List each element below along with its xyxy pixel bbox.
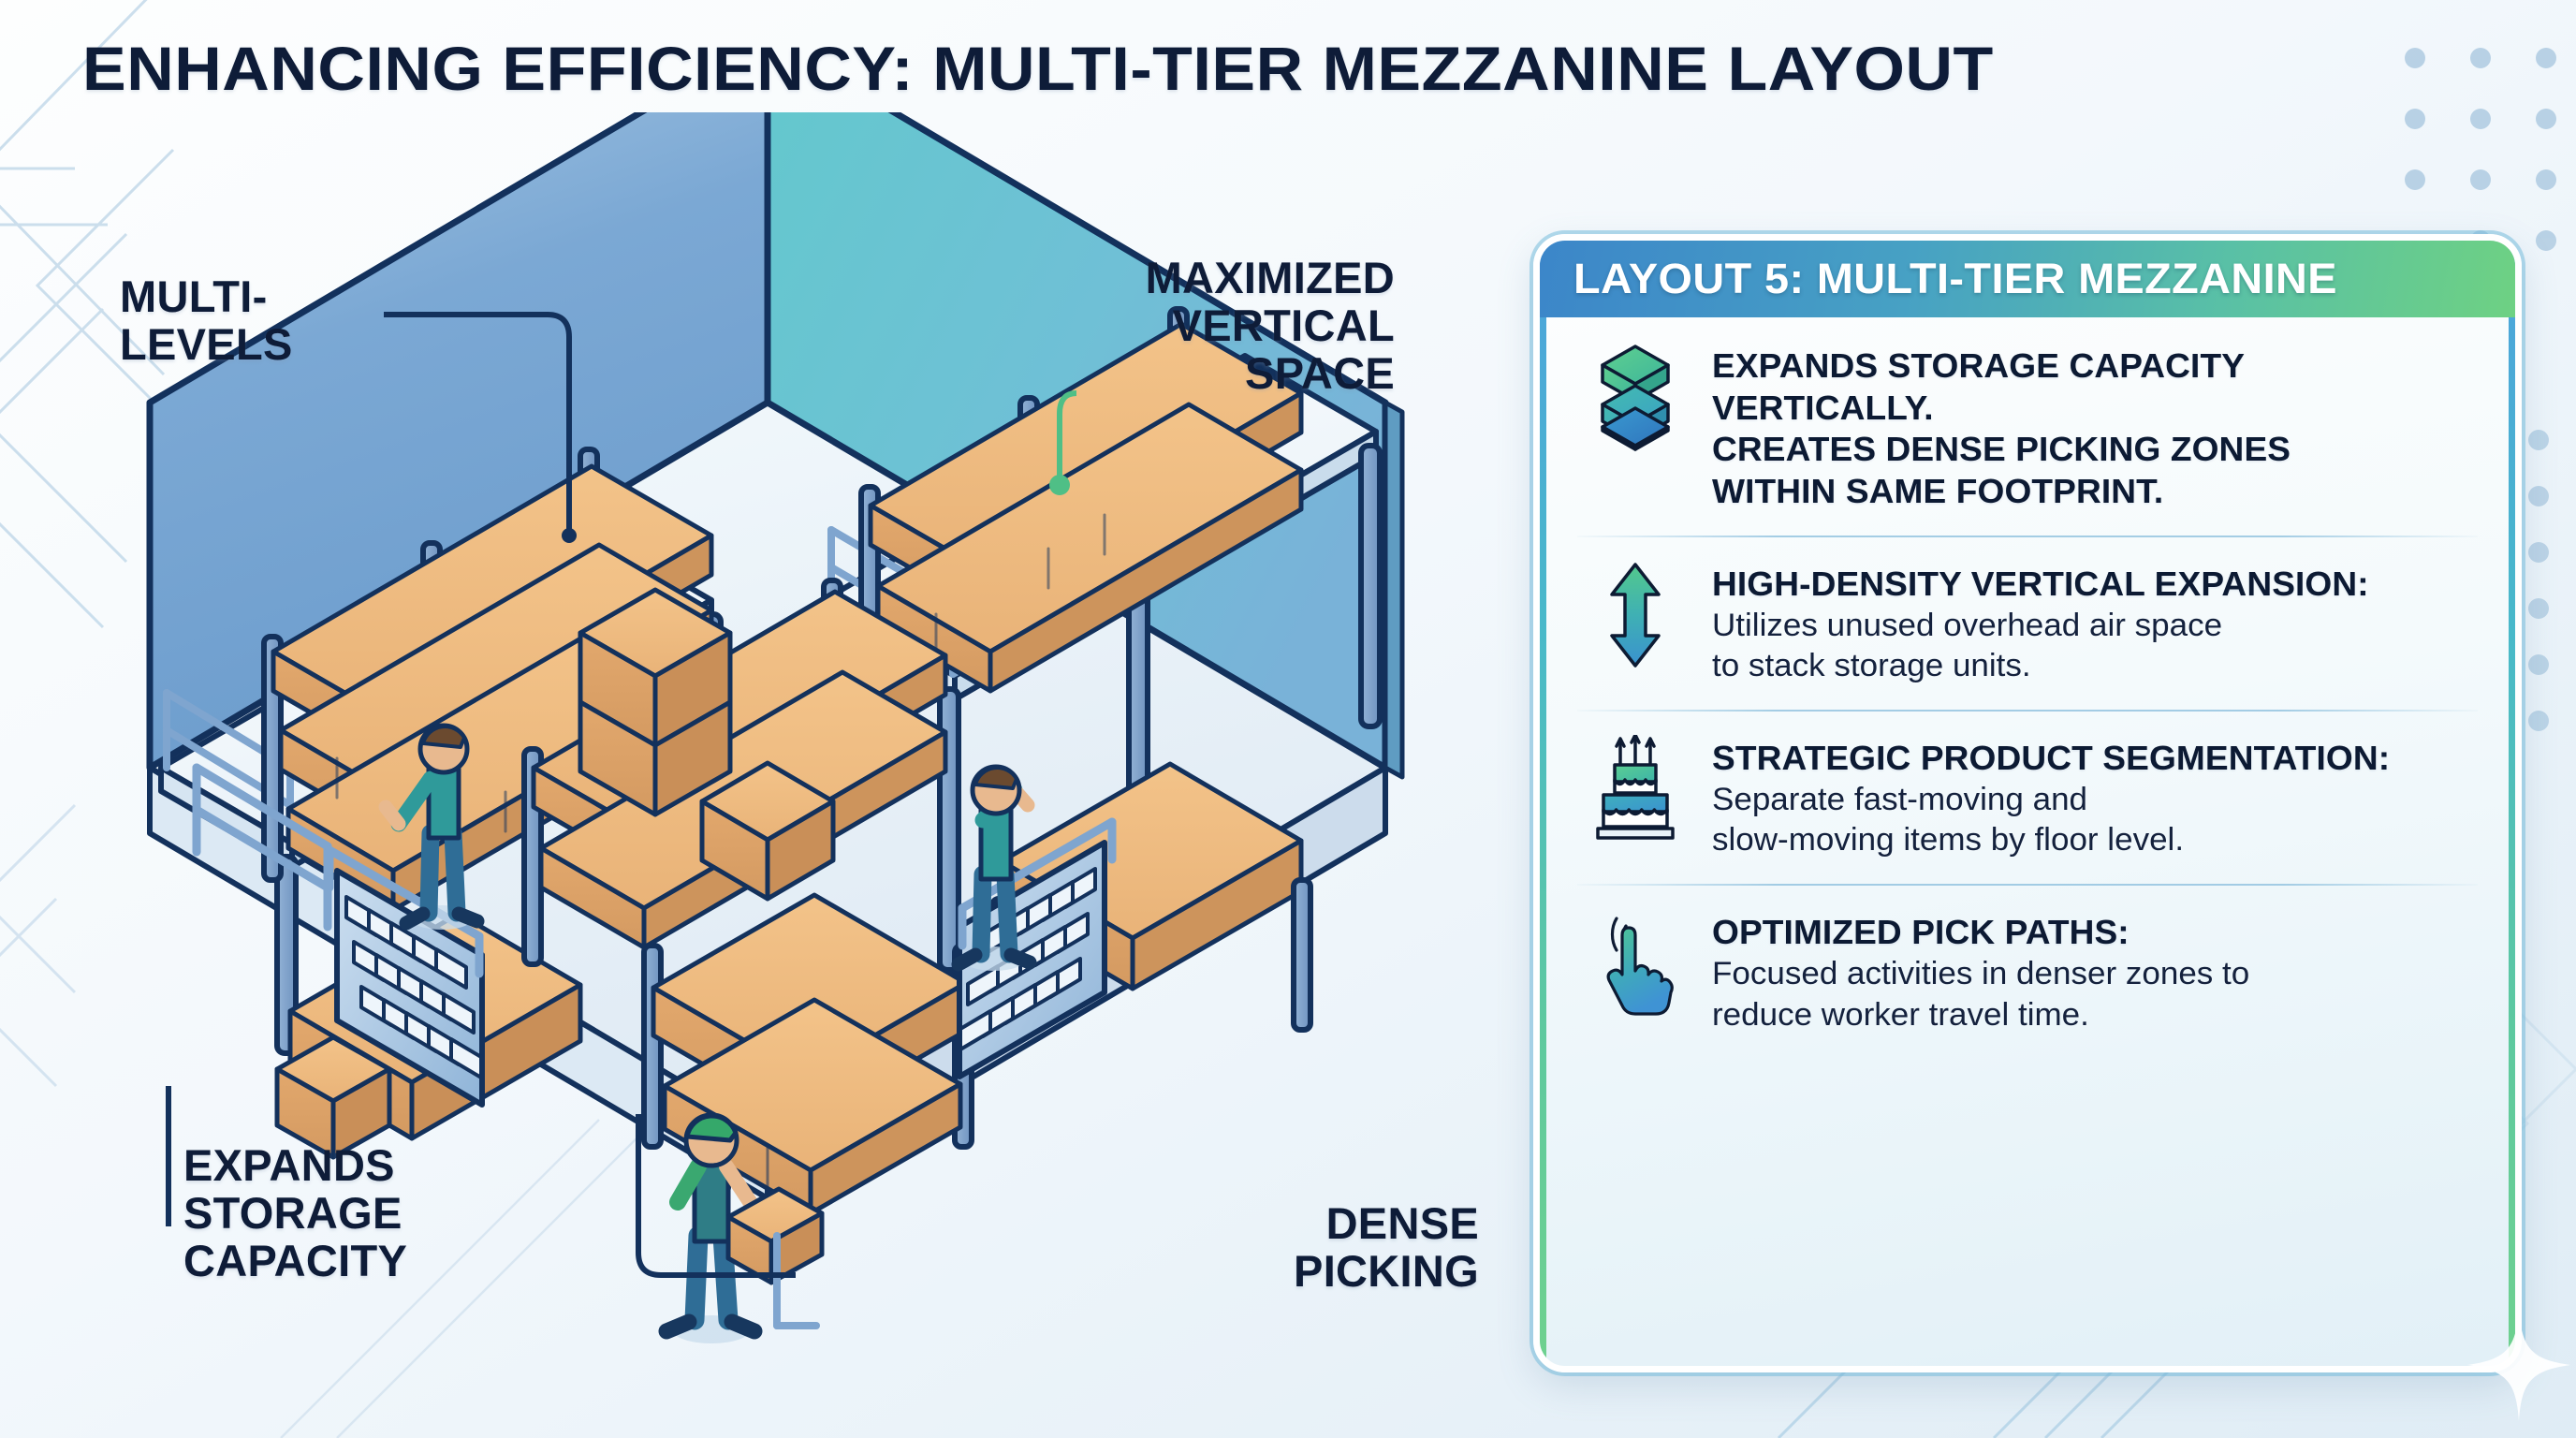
card-body: EXPANDS STORAGE CAPACITY VERTICALLY. CRE…: [1540, 317, 2515, 1058]
feature-text-block: HIGH-DENSITY VERTICAL EXPANSION: Utilize…: [1712, 560, 2480, 687]
page-title: ENHANCING EFFICIENCY: MULTI-TIER MEZZANI…: [82, 34, 1994, 103]
card-accent-right: [2509, 241, 2515, 1366]
feature-text-block: OPTIMIZED PICK PATHS: Focused activities…: [1712, 908, 2480, 1035]
callout-expands-storage: EXPANDS STORAGE CAPACITY: [183, 1140, 408, 1285]
card-accent-left: [1540, 241, 1546, 1366]
feature-title: HIGH-DENSITY VERTICAL EXPANSION:: [1712, 564, 2369, 603]
stacked-boxes-upper-center: [578, 587, 733, 817]
warehouse-isometric-svg: [146, 112, 1405, 1343]
staircase-left: [325, 845, 485, 1108]
feature-description: Focused activities in denser zones to re…: [1712, 956, 2250, 1033]
double-arrow-vertical-icon: [1587, 560, 1684, 670]
feature-description: Utilizes unused overhead air space to st…: [1712, 607, 2223, 684]
feature-item-product-segmentation: STRATEGIC PRODUCT SEGMENTATION: Separate…: [1572, 709, 2483, 884]
rack-ground-center: [641, 892, 974, 1216]
feature-item-optimized-pick-paths: OPTIMIZED PICK PATHS: Focused activities…: [1572, 883, 2483, 1058]
stacked-cubes-icon: [1587, 342, 1684, 452]
feature-item-high-density: HIGH-DENSITY VERTICAL EXPANSION: Utilize…: [1572, 535, 2483, 710]
warehouse-illustration: [56, 112, 1516, 1423]
layout-info-card: LAYOUT 5: MULTI-TIER MEZZANINE: [1533, 234, 2522, 1372]
leader-maximized-vertical: [1057, 390, 1077, 482]
leader-dense-picking: [636, 1114, 796, 1278]
callout-maximized-vertical: MAXIMIZED VERTICAL SPACE: [1145, 253, 1395, 398]
card-header-title: LAYOUT 5: MULTI-TIER MEZZANINE: [1573, 255, 2337, 302]
callout-dense-picking: DENSE PICKING: [1294, 1198, 1479, 1296]
card-header: LAYOUT 5: MULTI-TIER MEZZANINE: [1540, 241, 2515, 317]
feature-title: EXPANDS STORAGE CAPACITY VERTICALLY. CRE…: [1712, 346, 2291, 510]
worker-upper-left: [378, 723, 485, 931]
feature-title: OPTIMIZED PICK PATHS:: [1712, 912, 2130, 951]
feature-title: STRATEGIC PRODUCT SEGMENTATION:: [1712, 738, 2391, 777]
floor-boxes-left: [274, 1034, 392, 1160]
feature-text-block: EXPANDS STORAGE CAPACITY VERTICALLY. CRE…: [1712, 342, 2480, 513]
callout-leader-lines: [166, 312, 1077, 1278]
tap-hand-icon: [1587, 908, 1684, 1019]
rack-upper-right: [858, 306, 1304, 724]
worker-upper-right: [951, 764, 1037, 972]
feature-text-block: STRATEGIC PRODUCT SEGMENTATION: Separate…: [1712, 734, 2480, 861]
feature-item-expands-capacity: EXPANDS STORAGE CAPACITY VERTICALLY. CRE…: [1572, 317, 2483, 536]
leader-multi-levels: [384, 312, 572, 534]
callout-multi-levels: MULTI- LEVELS: [120, 271, 293, 369]
tiered-cake-icon: [1587, 734, 1684, 844]
stacked-boxes-mezz-right: [699, 760, 836, 902]
feature-description: Separate fast-moving and slow-moving ite…: [1712, 781, 2185, 858]
